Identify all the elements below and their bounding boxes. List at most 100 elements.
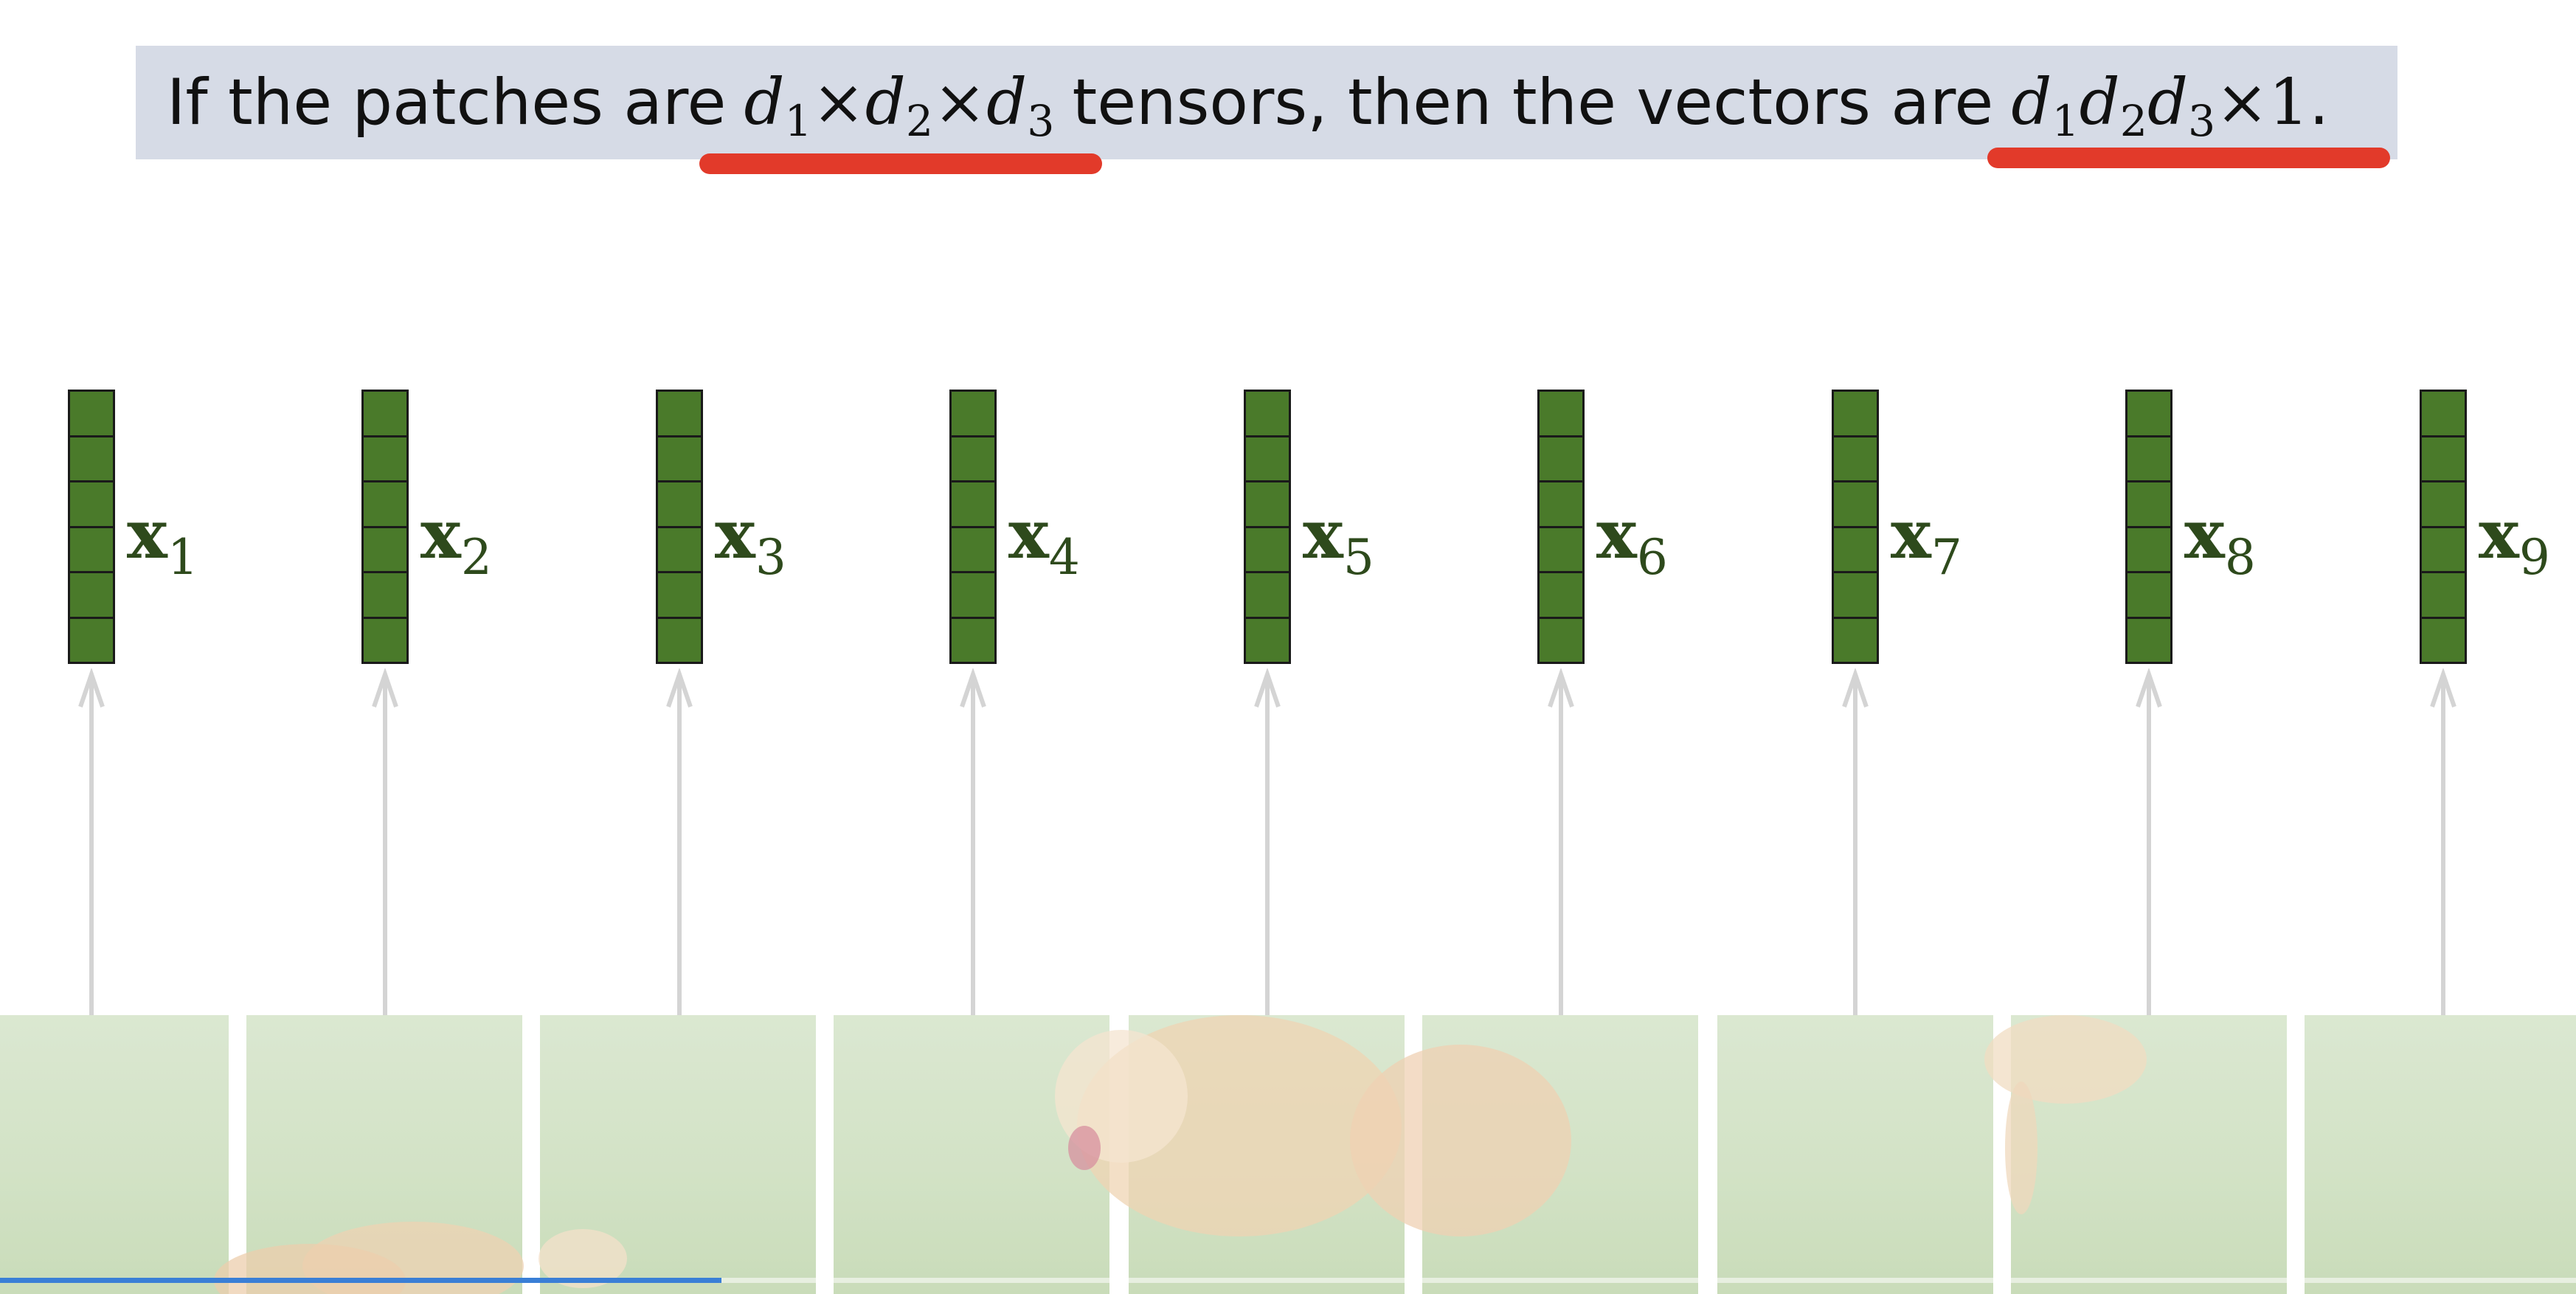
- vector-index: 6: [1636, 529, 1668, 586]
- vector-symbol: x: [2479, 494, 2519, 574]
- vector-cell: [952, 392, 994, 437]
- dim-sub: 3: [1027, 96, 1055, 147]
- vector-label-2: x2: [420, 494, 492, 586]
- dim-d: d: [2011, 66, 2052, 139]
- image-wash-overlay: [0, 1015, 2576, 1294]
- dim-d: d: [865, 66, 906, 139]
- vector-cell: [1834, 573, 1877, 619]
- vector-cell: [658, 528, 701, 573]
- up-arrow-icon: [666, 668, 693, 1015]
- vector-index: 1: [167, 529, 198, 586]
- vector-cell: [952, 528, 994, 573]
- vector-cell: [1834, 619, 1877, 662]
- caption-bar: If the patches are d1×d2×d3 tensors, the…: [136, 46, 2397, 159]
- image-patch-strip: [0, 1015, 2576, 1294]
- vector-cell: [658, 392, 701, 437]
- vector-label-7: x7: [1891, 494, 1962, 586]
- vector-index: 2: [460, 529, 492, 586]
- vector-cell: [1540, 619, 1582, 662]
- vector-cell: [70, 437, 113, 482]
- vector-index: 7: [1931, 529, 1962, 586]
- vector-cell: [2127, 573, 2170, 619]
- vector-cell: [364, 528, 406, 573]
- tensor-dims-underline: [699, 153, 1102, 174]
- feature-vector-2: [361, 390, 409, 664]
- vector-symbol: x: [1303, 494, 1343, 574]
- vector-cell: [70, 482, 113, 528]
- vector-cell: [2422, 437, 2465, 482]
- vector-index: 5: [1343, 529, 1374, 586]
- vector-cell: [1540, 392, 1582, 437]
- times-sign: ×: [933, 66, 987, 139]
- vector-cell: [364, 619, 406, 662]
- dim-sub: 3: [2188, 96, 2216, 147]
- up-arrow-icon: [1548, 668, 1574, 1015]
- vector-index: 9: [2518, 529, 2550, 586]
- vector-cell: [2422, 619, 2465, 662]
- vector-index: 4: [1048, 529, 1080, 586]
- tensor-dims-expression: d1×d2×d3: [744, 66, 1054, 146]
- feature-vector-1: [68, 390, 115, 664]
- feature-vector-3: [656, 390, 703, 664]
- vector-symbol: x: [420, 494, 461, 574]
- feature-vector-4: [949, 390, 997, 664]
- image-patch-9: [2305, 1015, 2576, 1294]
- vector-cell: [2422, 528, 2465, 573]
- vector-cell: [2127, 392, 2170, 437]
- times-sign: ×: [811, 66, 865, 139]
- vector-cell: [2422, 573, 2465, 619]
- vector-cell: [364, 482, 406, 528]
- feature-vector-8: [2125, 390, 2172, 664]
- vector-cell: [1540, 437, 1582, 482]
- vector-cell: [2127, 619, 2170, 662]
- vector-cell: [1540, 482, 1582, 528]
- video-progress-track[interactable]: [0, 1278, 2576, 1283]
- vector-dims-underline: [1987, 148, 2390, 168]
- vector-cell: [2127, 482, 2170, 528]
- vector-cell: [1246, 482, 1289, 528]
- vector-label-6: x6: [1596, 494, 1668, 586]
- vector-symbol: x: [1008, 494, 1049, 574]
- feature-vector-9: [2420, 390, 2467, 664]
- vector-cell: [1246, 619, 1289, 662]
- vector-cell: [70, 528, 113, 573]
- vector-cell: [952, 573, 994, 619]
- vector-label-8: x8: [2184, 494, 2256, 586]
- caption-text-before: If the patches are: [167, 66, 727, 139]
- vector-cell: [1540, 573, 1582, 619]
- vector-cell: [364, 573, 406, 619]
- dim-d: d: [2079, 66, 2120, 139]
- image-patch-7: [1717, 1015, 1993, 1294]
- vector-cell: [1834, 528, 1877, 573]
- vector-cell: [70, 619, 113, 662]
- dim-sub: 2: [2119, 96, 2147, 147]
- dim-sub: 2: [905, 96, 934, 147]
- vector-cell: [658, 619, 701, 662]
- vector-cell: [364, 437, 406, 482]
- vector-cell: [658, 573, 701, 619]
- vector-cell: [2127, 437, 2170, 482]
- vector-cell: [2422, 482, 2465, 528]
- vector-cell: [952, 482, 994, 528]
- up-arrow-icon: [2136, 668, 2162, 1015]
- vector-symbol: x: [127, 494, 167, 574]
- vector-cell: [70, 392, 113, 437]
- vector-symbol: x: [715, 494, 755, 574]
- vector-cell: [952, 437, 994, 482]
- up-arrow-icon: [1842, 668, 1869, 1015]
- caption-period: .: [2308, 66, 2330, 139]
- vector-cell: [1834, 392, 1877, 437]
- vector-index: 3: [755, 529, 786, 586]
- vector-cell: [2422, 392, 2465, 437]
- vector-cell: [1246, 437, 1289, 482]
- dim-d: d: [744, 66, 785, 139]
- vector-label-5: x5: [1303, 494, 1374, 586]
- dim-sub: 1: [2052, 96, 2080, 147]
- vector-symbol: x: [2184, 494, 2225, 574]
- video-progress-fill[interactable]: [0, 1278, 721, 1283]
- dim-d: d: [2147, 66, 2188, 139]
- vector-dims-expression: d1d2d3×1: [2011, 66, 2309, 146]
- vector-symbol: x: [1596, 494, 1637, 574]
- vector-cell: [1246, 528, 1289, 573]
